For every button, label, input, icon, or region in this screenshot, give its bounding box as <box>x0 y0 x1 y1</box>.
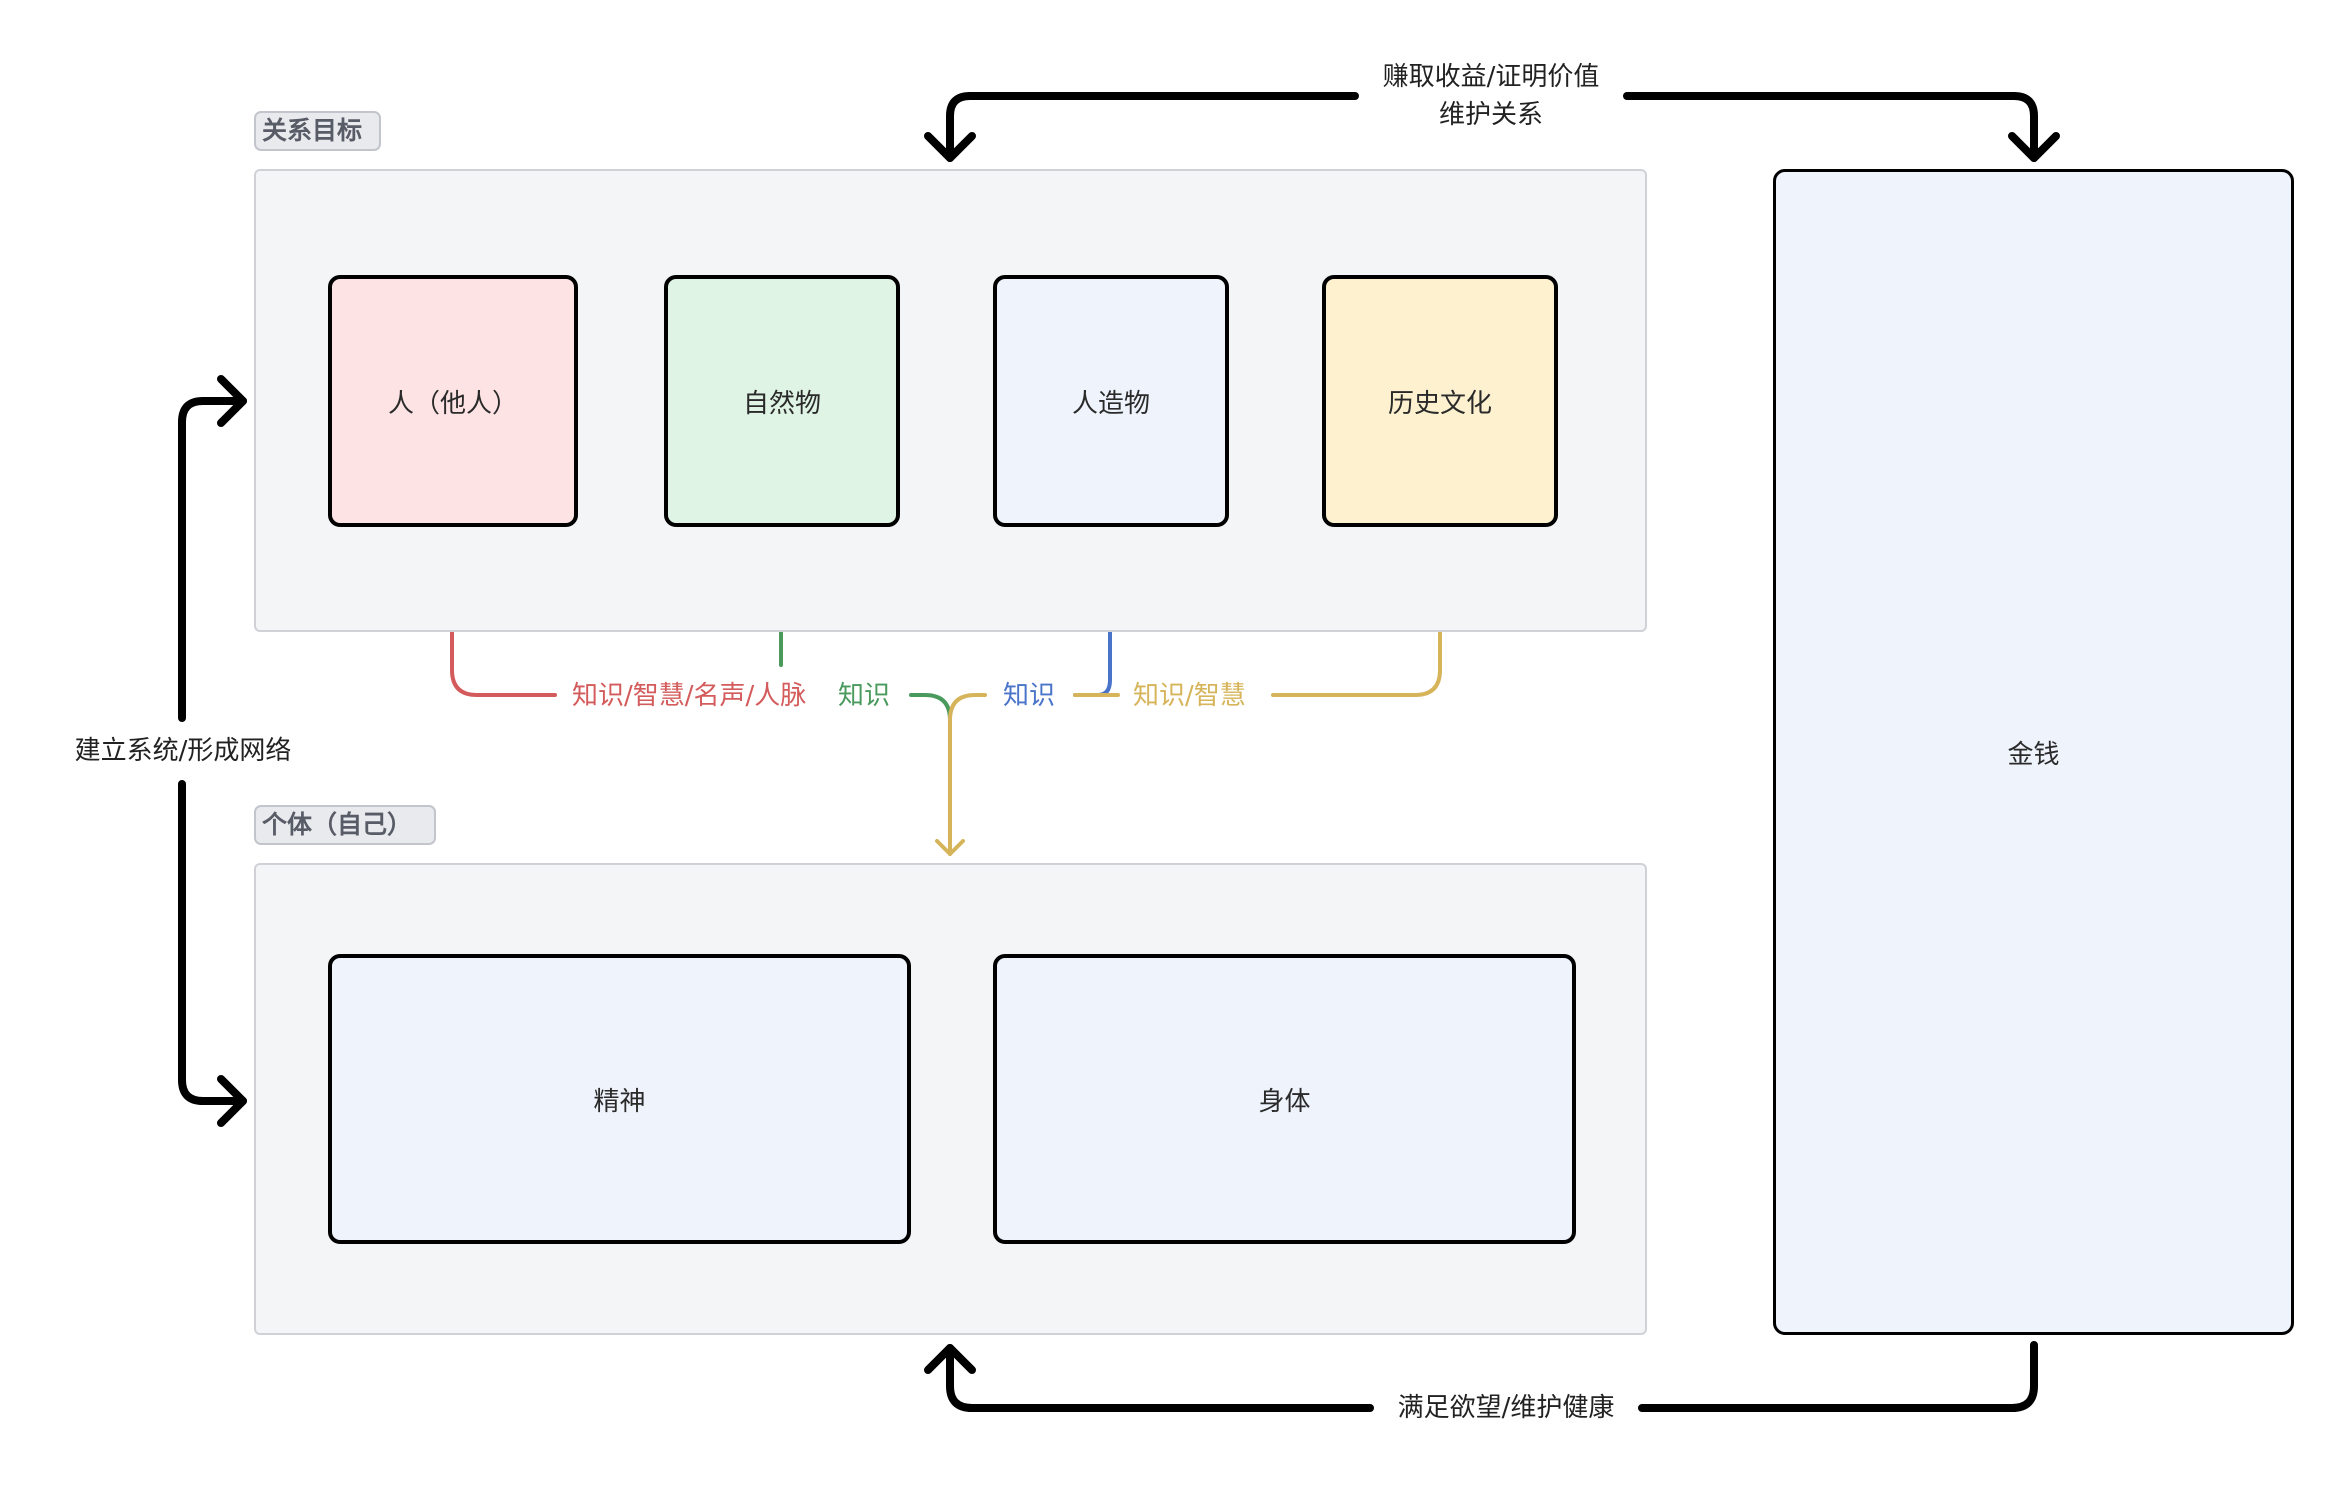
network-edge-top <box>178 397 247 722</box>
arrow-right-icon <box>217 375 247 427</box>
node-people-label: 人（他人） <box>387 388 518 419</box>
satisfy-edge-label: 满足欲望/维护健康 <box>1397 1393 1615 1423</box>
node-artifacts[interactable]: 人造物 <box>993 275 1229 527</box>
earn-edge-right <box>1623 92 2038 162</box>
node-body[interactable]: 身体 <box>993 954 1576 1244</box>
to-artifacts-edge-label: 知识 <box>1003 681 1056 711</box>
node-body-label: 身体 <box>1258 1086 1311 1117</box>
node-money-label: 金钱 <box>2007 739 2060 770</box>
group-label-relations: 关系目标 <box>254 111 381 151</box>
to-people-edge-label: 知识/智慧/名声/人脉 <box>572 681 807 711</box>
group-label-self: 个体（自己） <box>254 805 436 845</box>
node-nature[interactable]: 自然物 <box>664 275 900 527</box>
arrow-right-icon <box>217 1075 247 1127</box>
node-people[interactable]: 人（他人） <box>328 275 578 527</box>
node-spirit[interactable]: 精神 <box>328 954 911 1244</box>
network-edge-label: 建立系统/形成网络 <box>74 736 292 766</box>
node-culture[interactable]: 历史文化 <box>1322 275 1558 527</box>
to-people-edge <box>450 535 557 697</box>
to-nature-edge-label: 知识 <box>838 681 891 711</box>
node-culture-label: 历史文化 <box>1387 388 1492 419</box>
earn-edge-label-line1: 赚取收益/证明价值 <box>1382 62 1600 92</box>
earn-edge-label: 赚取收益/证明价值 维护关系 <box>1355 58 1627 134</box>
node-spirit-label: 精神 <box>593 1086 646 1117</box>
source-trunk-edge <box>948 693 987 856</box>
arrow-down-icon <box>935 839 965 856</box>
arrow-down-icon <box>2008 132 2060 162</box>
earn-edge-left <box>946 92 1359 162</box>
arrow-down-icon <box>924 132 976 162</box>
network-edge-bottom <box>178 780 247 1105</box>
arrow-up-icon <box>924 1344 976 1374</box>
satisfy-edge-left <box>946 1344 1374 1412</box>
earn-edge-label-line2: 维护关系 <box>1438 100 1543 130</box>
to-culture-edge-label: 知识/智慧 <box>1133 681 1246 711</box>
to-culture-edge-right <box>1271 535 1442 697</box>
to-nature-edge-branch <box>909 693 952 722</box>
node-artifacts-label: 人造物 <box>1071 388 1150 419</box>
node-nature-label: 自然物 <box>742 388 821 419</box>
satisfy-edge-right <box>1638 1341 2038 1412</box>
node-money[interactable]: 金钱 <box>1773 169 2294 1335</box>
